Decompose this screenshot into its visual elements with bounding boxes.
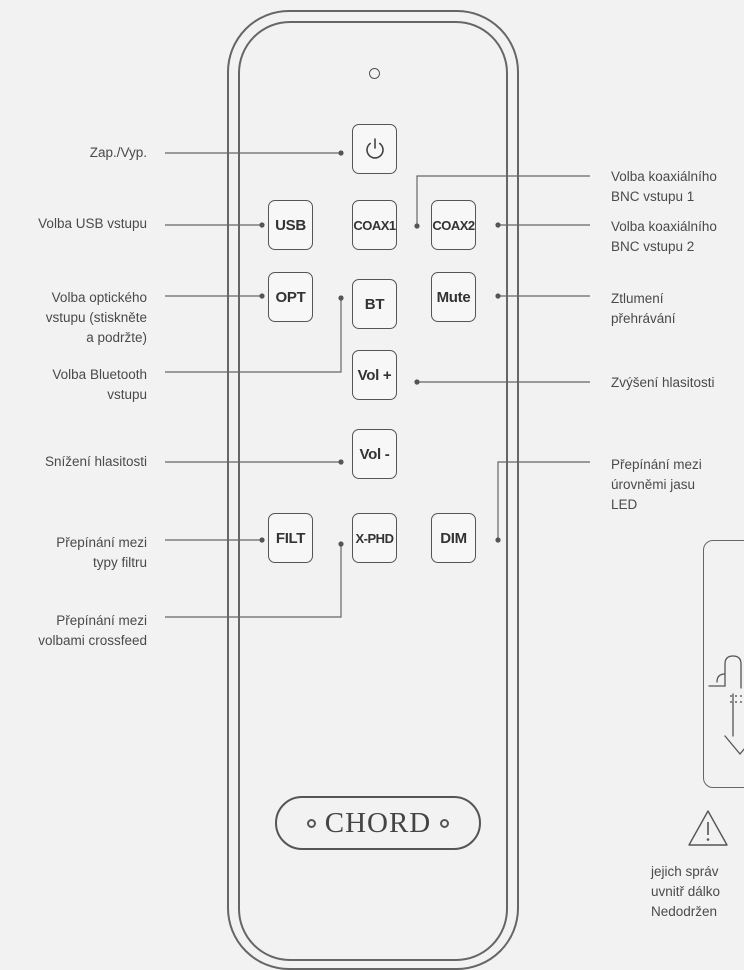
logo-ring-right-icon [440, 819, 449, 828]
volume-down-button[interactable]: Vol - [352, 429, 397, 479]
power-button[interactable] [352, 124, 397, 174]
volume-up-button[interactable]: Vol + [352, 350, 397, 400]
warning-triangle-icon [686, 808, 730, 848]
label-coax1: Volba koaxiálního BNC vstupu 1 [611, 167, 717, 207]
filt-button[interactable]: FILT [268, 513, 313, 563]
coax2-button[interactable]: COAX2 [431, 200, 476, 250]
logo-wordmark: CHORD [325, 807, 432, 840]
mute-button[interactable]: Mute [431, 272, 476, 322]
xphd-button[interactable]: X-PHD [352, 513, 397, 563]
dim-button[interactable]: DIM [431, 513, 476, 563]
opt-button[interactable]: OPT [268, 272, 313, 322]
label-mute: Ztlumení přehrávání [611, 289, 676, 329]
label-dim: Přepínání mezi úrovněmi jasu LED [611, 455, 702, 515]
label-filt: Přepínání mezi typy filtru [56, 533, 147, 573]
label-bt: Volba Bluetooth vstupu [52, 365, 147, 405]
label-volume-up: Zvýšení hlasitosti [611, 373, 715, 393]
label-power: Zap./Vyp. [90, 143, 147, 163]
label-volume-down: Snížení hlasitosti [45, 452, 147, 472]
coax1-button[interactable]: COAX1 [352, 200, 397, 250]
bt-button[interactable]: BT [352, 279, 397, 329]
battery-warning-text: jejich správ uvnitř dálko Nedodržen [651, 862, 720, 922]
ir-emitter-icon [369, 68, 380, 79]
usb-button[interactable]: USB [268, 200, 313, 250]
label-usb: Volba USB vstupu [38, 214, 147, 234]
label-opt: Volba optického vstupu (stiskněte a podr… [46, 288, 147, 348]
hand-push-icon [703, 650, 744, 760]
chord-logo: CHORD [275, 796, 481, 850]
label-coax2: Volba koaxiálního BNC vstupu 2 [611, 217, 717, 257]
logo-ring-left-icon [307, 819, 316, 828]
label-xphd: Přepínání mezi volbami crossfeed [38, 611, 147, 651]
power-icon [363, 136, 387, 162]
